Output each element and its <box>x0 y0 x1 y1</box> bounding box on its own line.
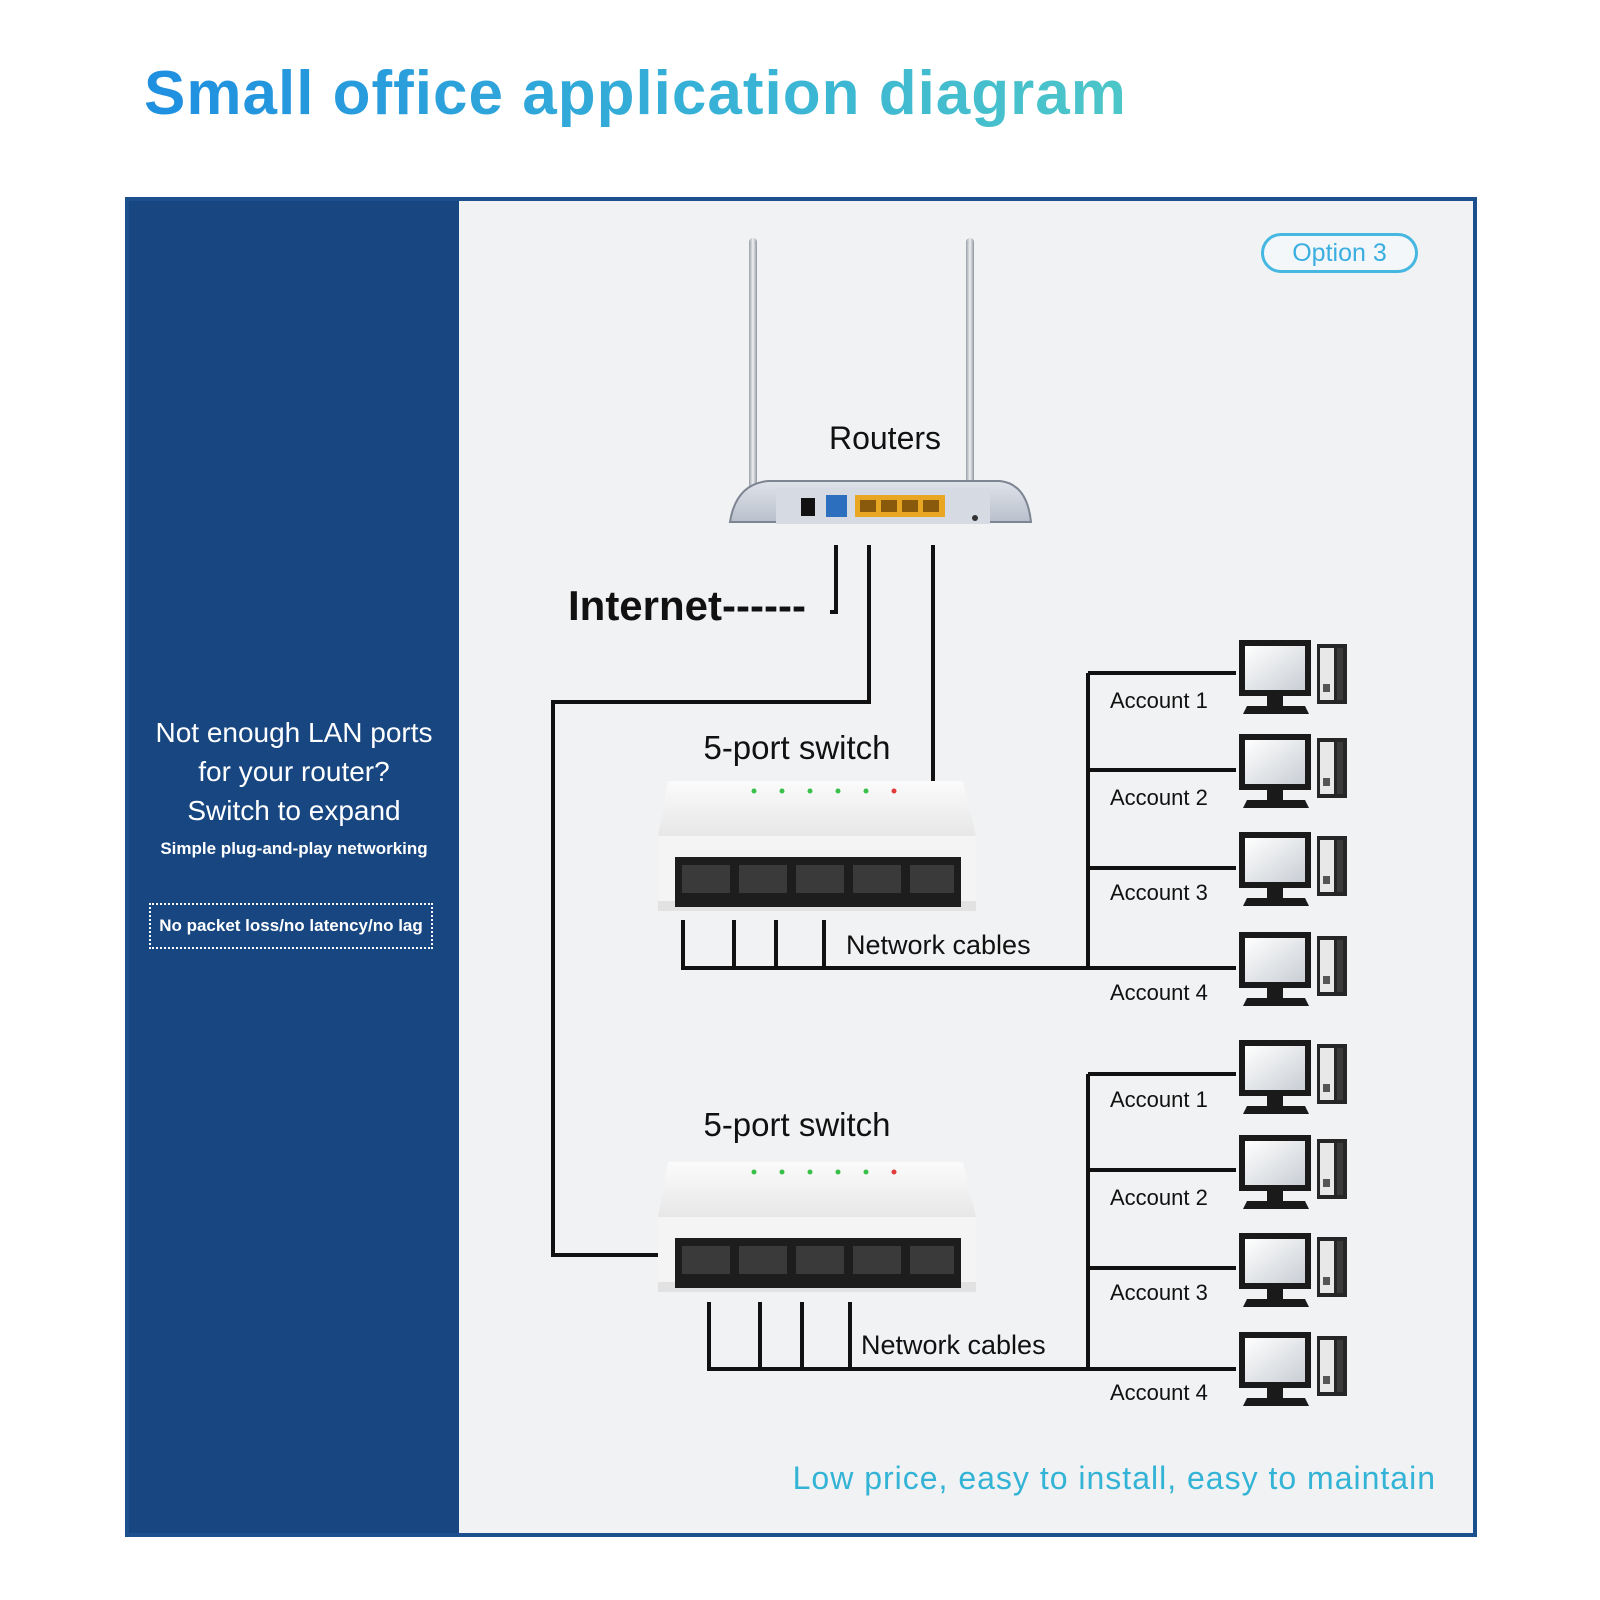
sidebar-boxed-note: No packet loss/no latency/no lag <box>149 903 433 949</box>
account-label: Account 2 <box>1110 785 1208 810</box>
switch-icon <box>658 781 976 911</box>
option-badge: Option 3 <box>1261 233 1418 273</box>
cables-label: Network cables <box>846 930 1031 960</box>
cables-label: Network cables <box>861 1330 1046 1360</box>
desktop-computer-icon <box>1239 1332 1347 1406</box>
account-label: Account 2 <box>1110 1185 1208 1210</box>
internet-label: Internet------ <box>568 582 806 629</box>
page-title: Small office application diagram <box>144 59 1127 128</box>
sidebar-subtitle: Simple plug-and-play networking <box>160 839 428 858</box>
switch-label: 5-port switch <box>703 1106 890 1143</box>
desktop-computer-icon <box>1239 734 1347 808</box>
desktop-computer-icon <box>1239 640 1347 714</box>
sidebar-panel: Not enough LAN ports for your router? Sw… <box>129 201 459 1533</box>
switch-icon <box>658 1162 976 1292</box>
sidebar-heading-line: for your router? <box>198 756 390 787</box>
switch-label: 5-port switch <box>703 729 890 766</box>
account-label: Account 3 <box>1110 1280 1208 1305</box>
router-label: Routers <box>829 420 941 456</box>
switch-1: 5-port switch Network cables Account 1 A… <box>658 640 1347 1006</box>
sidebar-heading-line: Switch to expand <box>187 795 401 826</box>
router-cables <box>551 545 935 1257</box>
tagline: Low price, easy to install, easy to main… <box>792 1460 1436 1496</box>
desktop-computer-icon <box>1239 1040 1347 1114</box>
desktop-computer-icon <box>1239 1233 1347 1307</box>
account-label: Account 4 <box>1110 1380 1208 1405</box>
router-icon <box>728 238 1033 524</box>
switch-port-cables <box>681 671 1236 970</box>
account-label: Account 4 <box>1110 980 1208 1005</box>
account-label: Account 1 <box>1110 688 1208 713</box>
sidebar-heading: Not enough LAN ports for your router? Sw… <box>129 713 459 830</box>
desktop-computer-icon <box>1239 1135 1347 1209</box>
account-label: Account 1 <box>1110 1087 1208 1112</box>
desktop-computer-icon <box>1239 832 1347 906</box>
desktop-computer-icon <box>1239 932 1347 1006</box>
sidebar-heading-line: Not enough LAN ports <box>155 717 433 748</box>
account-label: Account 3 <box>1110 880 1208 905</box>
switch-port-cables <box>707 1072 1236 1371</box>
switch-2: 5-port switch Network cables Account 1 A… <box>658 1040 1347 1406</box>
